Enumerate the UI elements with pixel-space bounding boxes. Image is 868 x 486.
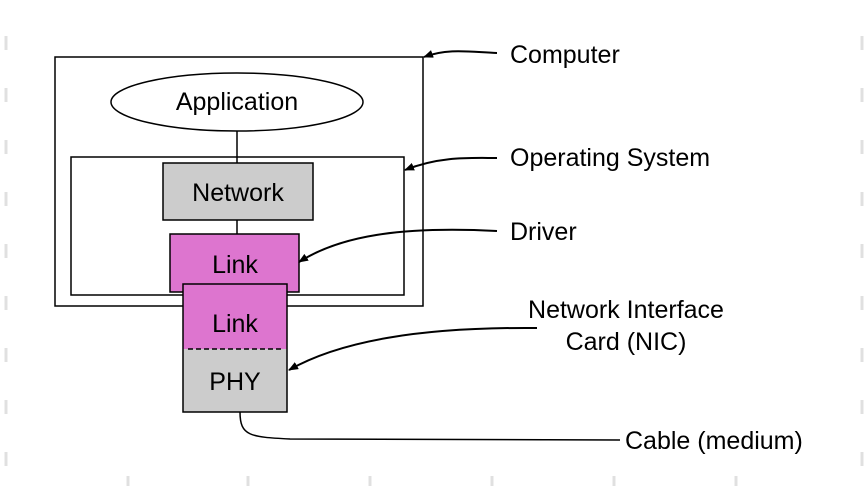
- network-node: Network: [162, 162, 314, 221]
- nic-arrow: [288, 326, 538, 371]
- phy-label: PHY: [209, 368, 261, 396]
- computer-label: Computer: [510, 41, 620, 69]
- operating-system-arrow: [404, 156, 498, 171]
- application-label: Application: [176, 88, 298, 116]
- driver-link-label: Link: [212, 251, 258, 279]
- operating-system-label: Operating System: [510, 144, 710, 172]
- nic-link-label: Link: [212, 310, 258, 338]
- nic-label-line2: Card (NIC): [566, 328, 687, 356]
- nic-label-line1: Network Interface: [528, 296, 724, 324]
- application-node: Application: [110, 72, 364, 132]
- driver-arrow: [298, 228, 498, 263]
- guide-marks: [4, 36, 864, 486]
- nic-node: Link PHY: [182, 283, 288, 413]
- computer-arrow: [423, 50, 498, 58]
- cable-label: Cable (medium): [625, 427, 803, 455]
- network-label: Network: [192, 179, 284, 207]
- cable-line: [239, 411, 621, 441]
- driver-link-node: Link: [169, 233, 300, 293]
- driver-label: Driver: [510, 218, 577, 246]
